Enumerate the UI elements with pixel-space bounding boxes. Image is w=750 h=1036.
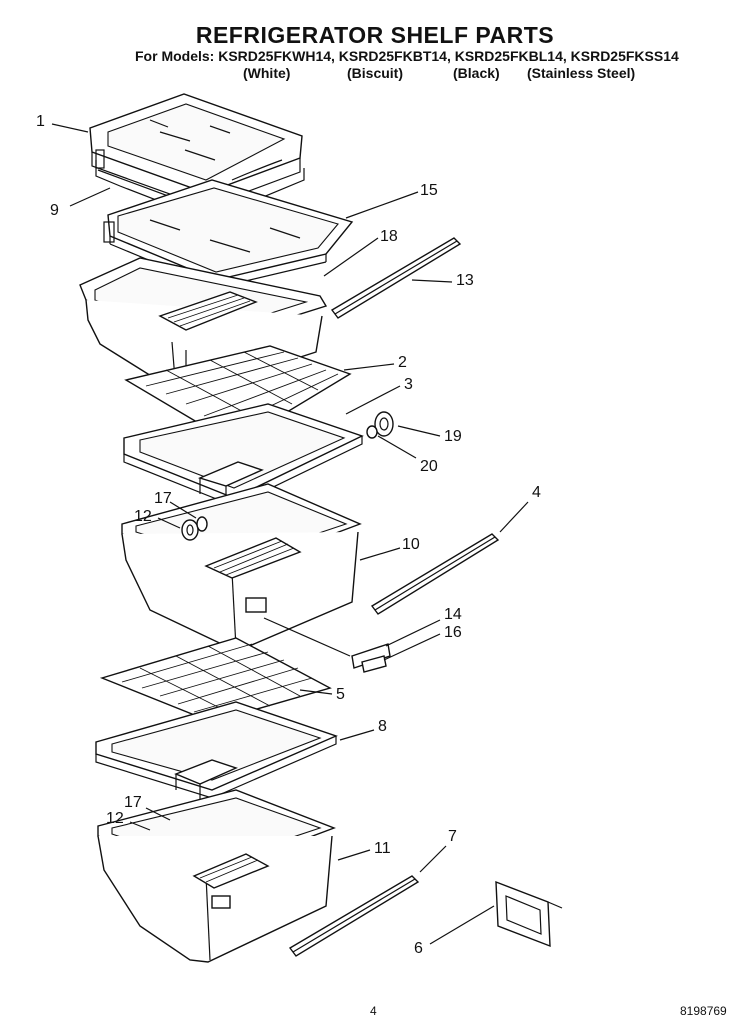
part-5-shelf-grille bbox=[99, 637, 332, 723]
callout-11: 11 bbox=[374, 840, 391, 857]
part-4-trim-strip bbox=[370, 533, 500, 615]
callout-6: 6 bbox=[414, 940, 423, 957]
callout-1: 1 bbox=[36, 113, 45, 130]
part-10-crisper-drawer bbox=[121, 483, 362, 657]
part-12-roller-upper bbox=[181, 519, 199, 541]
part-6-label-holder bbox=[495, 880, 563, 948]
callout-4: 4 bbox=[532, 484, 541, 501]
leader-lines bbox=[51, 123, 529, 945]
callout-12-lower: 12 bbox=[106, 810, 124, 827]
callout-2: 2 bbox=[398, 354, 407, 371]
part-7-trim-strip bbox=[288, 875, 420, 957]
variant-stainless-steel: (Stainless Steel) bbox=[527, 65, 636, 81]
callout-16: 16 bbox=[444, 624, 462, 641]
page-number: 4 bbox=[370, 1004, 377, 1018]
callout-14: 14 bbox=[444, 606, 462, 623]
callout-7: 7 bbox=[448, 828, 457, 845]
callout-8: 8 bbox=[378, 718, 387, 735]
variant-biscuit: (Biscuit) bbox=[347, 65, 403, 81]
callout-15: 15 bbox=[420, 182, 438, 199]
part-18-crisper-drawer bbox=[79, 257, 328, 395]
callout-17-upper: 17 bbox=[154, 490, 172, 507]
callout-12-upper: 12 bbox=[134, 508, 152, 525]
document-number: 8198769 bbox=[680, 1004, 727, 1018]
variant-black: (Black) bbox=[453, 65, 500, 81]
callout-18: 18 bbox=[380, 228, 398, 245]
callout-3: 3 bbox=[404, 376, 413, 393]
callout-13: 13 bbox=[456, 272, 474, 289]
callout-17-lower: 17 bbox=[124, 794, 142, 811]
callout-9: 9 bbox=[50, 202, 59, 219]
part-20-bushing bbox=[366, 425, 378, 439]
part-16-slide-cap bbox=[361, 655, 387, 673]
models-line: For Models: KSRD25FKWH14, KSRD25FKBT14, … bbox=[135, 48, 679, 64]
part-3-shelf-frame bbox=[123, 403, 364, 507]
callout-20: 20 bbox=[420, 458, 438, 475]
page-title: REFRIGERATOR SHELF PARTS bbox=[195, 22, 555, 48]
part-11-crisper-drawer bbox=[97, 789, 336, 963]
part-17-washer-upper bbox=[196, 516, 208, 532]
part-1-glass-shelf bbox=[89, 93, 303, 208]
callout-19: 19 bbox=[444, 428, 462, 445]
part-13-trim-strip bbox=[330, 237, 462, 319]
part-8-shelf-frame bbox=[95, 701, 338, 800]
callout-10: 10 bbox=[402, 536, 420, 553]
callout-5: 5 bbox=[336, 686, 345, 703]
part-19-roller bbox=[374, 411, 394, 437]
part-15-crisper-cover bbox=[103, 179, 354, 289]
variant-white: (White) bbox=[243, 65, 291, 81]
